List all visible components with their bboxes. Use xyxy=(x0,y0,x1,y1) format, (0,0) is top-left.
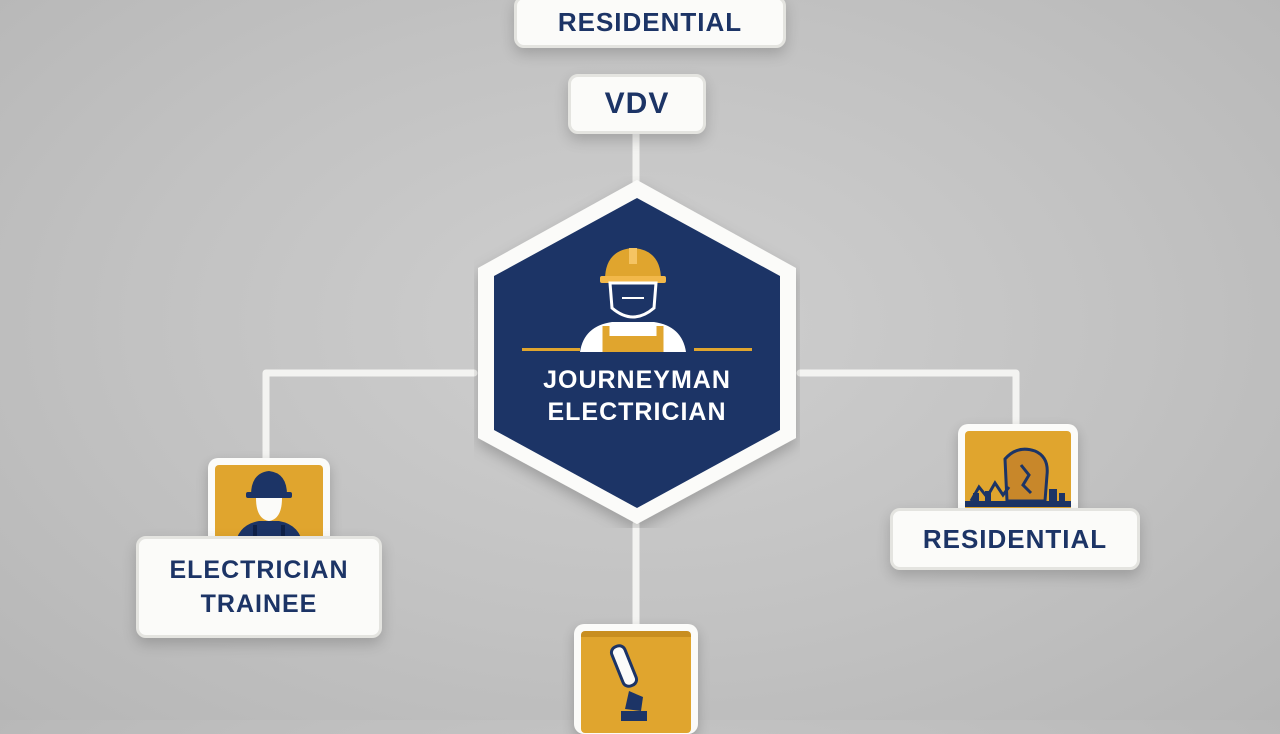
residential-icon-tile xyxy=(958,424,1078,518)
top-residential-box: RESIDENTIAL xyxy=(514,0,786,48)
electrician-hardhat-icon xyxy=(580,248,686,352)
journeyman-hexagon xyxy=(478,180,796,524)
center-node-line2: ELECTRICIAN xyxy=(547,398,727,426)
top-residential-label: RESIDENTIAL xyxy=(557,6,743,37)
center-node-line1: JOURNEYMAN xyxy=(543,366,731,394)
bottom-icon-tile xyxy=(574,624,698,734)
center-node-label: JOURNEYMAN ELECTRICIAN xyxy=(474,364,800,428)
trainee-worker-icon xyxy=(235,471,303,547)
right-residential-label: RESIDENTIAL xyxy=(922,523,1108,554)
trainee-label-box: ELECTRICIAN TRAINEE xyxy=(136,536,382,638)
trainee-line1: ELECTRICIAN xyxy=(169,556,349,584)
connector-center-to-residential xyxy=(796,369,1020,432)
connector-center-to-trainee xyxy=(262,369,478,464)
right-residential-box: RESIDENTIAL xyxy=(890,508,1140,570)
residential-house-icon xyxy=(965,447,1071,507)
vdv-box: VDV xyxy=(568,74,706,134)
trainee-line2: TRAINEE xyxy=(200,590,318,618)
vdv-label: VDV xyxy=(604,87,670,120)
tool-icon xyxy=(609,644,647,721)
